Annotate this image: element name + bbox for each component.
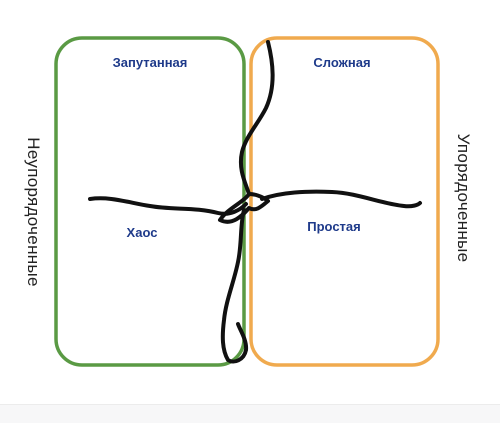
domain-label-complicated: Запутанная	[113, 55, 188, 70]
horizontal-boundary-left	[88, 196, 248, 216]
side-label-ordered: Упорядоченные	[454, 134, 473, 263]
vertical-boundary-upper	[238, 40, 275, 196]
domain-label-simple: Простая	[307, 219, 360, 234]
domain-label-complex: Сложная	[313, 55, 370, 70]
vertical-boundary-lower	[220, 208, 249, 364]
unordered-frame	[54, 36, 246, 367]
side-label-unordered: Неупорядоченные	[24, 137, 43, 286]
domain-label-chaos: Хаос	[127, 225, 158, 240]
ordered-frame	[249, 36, 440, 367]
hand-drawn-boundaries	[88, 40, 422, 364]
horizontal-boundary-right	[260, 189, 422, 209]
footer-band	[0, 404, 500, 423]
